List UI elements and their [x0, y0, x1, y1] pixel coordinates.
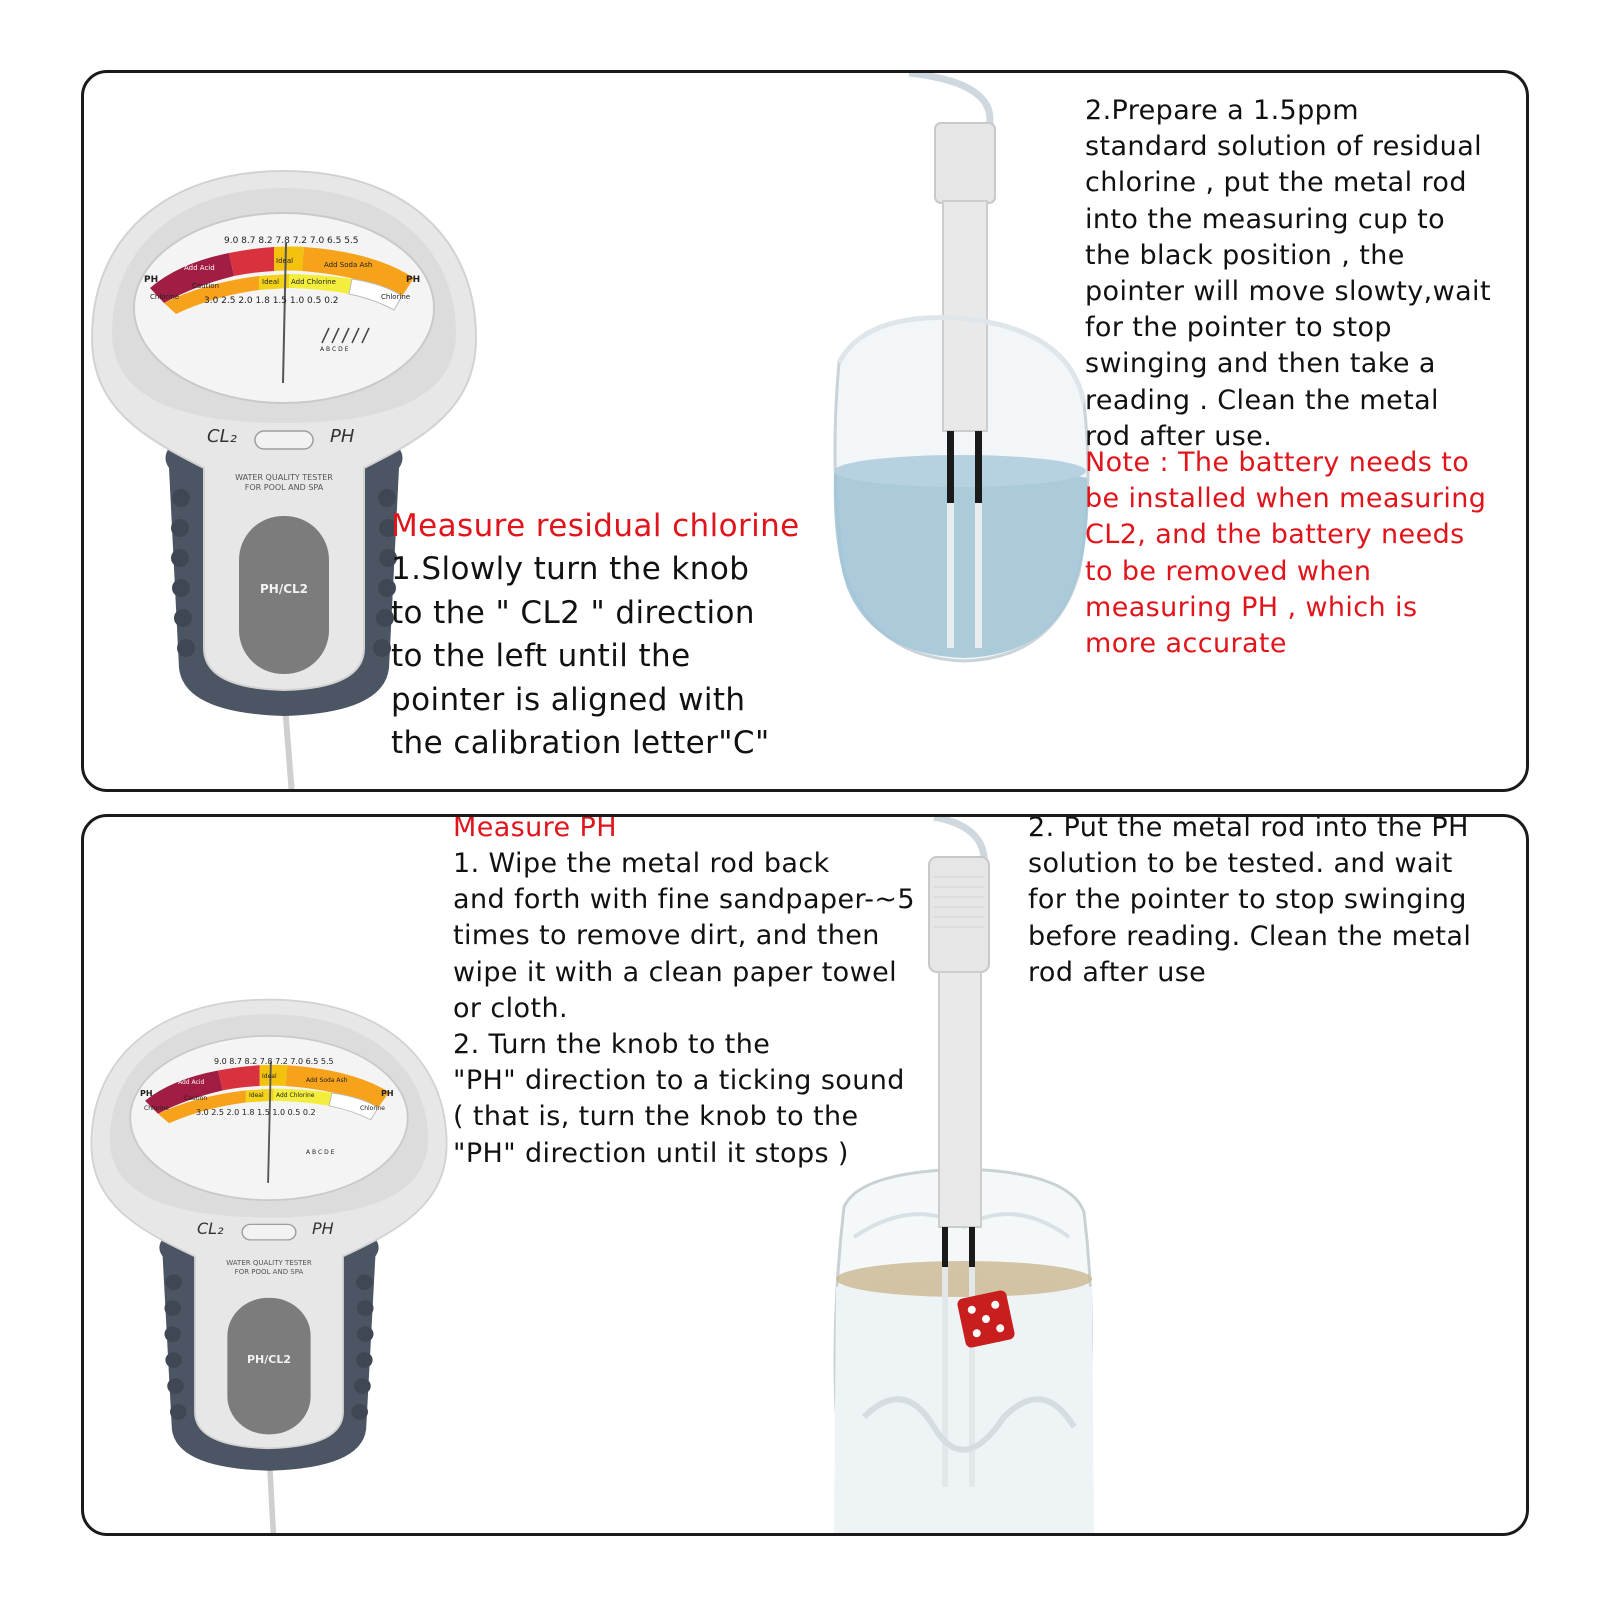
dial-bottom-scale: 3.0 2.5 2.0 1.8 1.5 1.0 0.5 0.2 — [196, 1108, 316, 1117]
dial-word-add-chlorine: Add Chlorine — [291, 278, 336, 286]
dial-word-add-acid: Add Acid — [184, 264, 215, 272]
tester-illustration — [90, 169, 478, 789]
chlorine-step2-line: 2.Prepare a 1.5ppm — [1085, 95, 1359, 126]
chlorine-step1-line: to the left until the — [391, 638, 691, 674]
probe-in-glass — [814, 817, 1114, 1533]
ph-step-line: or cloth. — [453, 992, 568, 1024]
dial-word-ideal-ph: Ideal — [262, 1073, 277, 1080]
device-tag: WATER QUALITY TESTER FOR POOL AND SPA — [204, 473, 364, 493]
ph-step2-line: before reading. Clean the metal — [1028, 920, 1472, 952]
dial-word-ideal-cl: Ideal — [249, 1092, 264, 1099]
dial-word-ideal-cl: Ideal — [262, 278, 280, 286]
dial-word-add-acid: Add Acid — [178, 1079, 205, 1086]
battery-note-line: Note : The battery needs to — [1085, 447, 1470, 478]
panel-measure-chlorine: 9.0 8.7 8.2 7.8 7.2 7.0 6.5 5.5 3.0 2.5 … — [81, 70, 1529, 792]
dial-ph-right: PH — [381, 1089, 394, 1098]
dial-ph-left: PH — [140, 1089, 153, 1098]
dial-bottom-scale: 3.0 2.5 2.0 1.8 1.5 1.0 0.5 0.2 — [204, 296, 339, 306]
dial-letters: A B C D E — [306, 1149, 335, 1156]
ph-step-line: and forth with fine sandpaper-~5 — [453, 884, 915, 916]
ph-step-line: wipe it with a clean paper towel — [453, 956, 897, 988]
battery-note: Note : The battery needs to be installed… — [1085, 445, 1486, 662]
chlorine-step2-line: chlorine , put the metal rod — [1085, 167, 1467, 199]
battery-note-line: CL2, and the battery needs — [1085, 519, 1465, 551]
tester-illustration — [90, 998, 448, 1533]
battery-note-line: measuring PH , which is — [1085, 591, 1418, 623]
dial-word-add-soda-ash: Add Soda Ash — [324, 261, 373, 269]
tag-line-1: WATER QUALITY TESTER — [235, 473, 333, 482]
chlorine-step2-line: standard solution of residual — [1085, 131, 1483, 163]
cl2-label: CL₂ — [197, 1219, 224, 1238]
dial-word-ideal-ph: Ideal — [276, 257, 294, 265]
chlorine-step1-line: the calibration letter"C" — [391, 725, 770, 761]
ph-step2-line: 2. Put the metal rod into the PH — [1028, 814, 1469, 843]
ph-step-line: "PH" direction to a ticking sound — [453, 1065, 905, 1097]
dial-ph-left: PH — [144, 275, 159, 285]
ph-step2-line: solution to be tested. and wait — [1028, 848, 1453, 880]
ph-step2-line: for the pointer to stop swinging — [1028, 884, 1467, 916]
ph-step-line: 1. Wipe the metal rod back — [453, 848, 830, 879]
ph-step2-line: rod after use — [1028, 956, 1207, 988]
battery-note-line: be installed when measuring — [1085, 483, 1487, 515]
chlorine-step2-line: into the measuring cup to — [1085, 203, 1446, 235]
chlorine-step2-line: swinging and then take a — [1085, 348, 1436, 380]
probe-glass-illustration — [833, 73, 1090, 663]
ph-steps: 1. Wipe the metal rod back and forth wit… — [453, 846, 915, 1172]
dial-chlorine-left: Chlorine — [150, 293, 180, 301]
ph-step-line: times to remove dirt, and then — [453, 920, 880, 952]
tag-line-2: FOR POOL AND SPA — [244, 483, 324, 492]
ph-label: PH — [312, 1219, 334, 1238]
device-tag: WATER QUALITY TESTER FOR POOL AND SPA — [194, 1259, 344, 1277]
panel-measure-ph: 9.0 8.7 8.2 7.8 7.2 7.0 6.5 5.5 3.0 2.5 … — [81, 814, 1529, 1536]
dial-word-add-soda-ash: Add Soda Ash — [306, 1077, 348, 1084]
battery-note-line: to be removed when — [1085, 555, 1372, 587]
tag-line-1: WATER QUALITY TESTER — [226, 1259, 312, 1267]
dial-ph-right: PH — [406, 275, 421, 285]
device-button-label: PH/CL2 — [246, 1353, 292, 1366]
battery-note-line: more accurate — [1085, 628, 1287, 660]
chlorine-step2-line: rod after use. — [1085, 420, 1273, 452]
ph-step-line: 2. Turn the knob to the — [453, 1029, 771, 1061]
chlorine-step2: 2.Prepare a 1.5ppm standard solution of … — [1085, 93, 1491, 455]
ph-heading: Measure PH — [453, 814, 617, 843]
chlorine-step2-line: pointer will move slowty,wait — [1085, 276, 1491, 308]
dial-word-add-chlorine: Add Chlorine — [276, 1092, 315, 1099]
chlorine-step2-line: reading . Clean the metal — [1085, 384, 1439, 416]
dial-chlorine-left: Chlorine — [144, 1105, 169, 1112]
ph-label: PH — [330, 426, 355, 447]
probe-glass-illustration — [833, 817, 1094, 1533]
dial-word-caution: Caution — [184, 1095, 208, 1102]
dial-chlorine-right: Chlorine — [381, 293, 411, 301]
ph-step-line: "PH" direction until it stops ) — [453, 1137, 849, 1169]
chlorine-step2-line: for the pointer to stop — [1085, 312, 1392, 344]
chlorine-step1-line: 1.Slowly turn the knob — [391, 551, 750, 587]
ph-step2: 2. Put the metal rod into the PH solutio… — [1028, 814, 1472, 991]
chlorine-step1: 1.Slowly turn the knob to the " CL2 " di… — [391, 548, 770, 766]
dial-top-scale: 9.0 8.7 8.2 7.8 7.2 7.0 6.5 5.5 — [224, 236, 359, 246]
water-tester-device: 9.0 8.7 8.2 7.8 7.2 7.0 6.5 5.5 3.0 2.5 … — [84, 168, 484, 789]
tag-line-2: FOR POOL AND SPA — [234, 1268, 304, 1276]
device-button-label: PH/CL2 — [259, 582, 309, 596]
dial-top-scale: 9.0 8.7 8.2 7.8 7.2 7.0 6.5 5.5 — [214, 1057, 334, 1066]
probe-in-glass — [829, 73, 1099, 673]
cl2-label: CL₂ — [207, 426, 237, 447]
dial-word-caution: Caution — [192, 282, 220, 290]
water-tester-device: 9.0 8.7 8.2 7.8 7.2 7.0 6.5 5.5 3.0 2.5 … — [84, 997, 454, 1533]
chlorine-step2-line: the black position , the — [1085, 239, 1405, 271]
chlorine-step1-line: pointer is aligned with — [391, 681, 746, 718]
chlorine-step1-line: to the " CL2 " direction — [391, 594, 755, 631]
ph-step-line: ( that is, turn the knob to the — [453, 1101, 859, 1133]
dial-letters: A B C D E — [320, 346, 349, 353]
dial-chlorine-right: Chlorine — [360, 1105, 385, 1112]
chlorine-heading: Measure residual chlorine — [391, 508, 800, 544]
